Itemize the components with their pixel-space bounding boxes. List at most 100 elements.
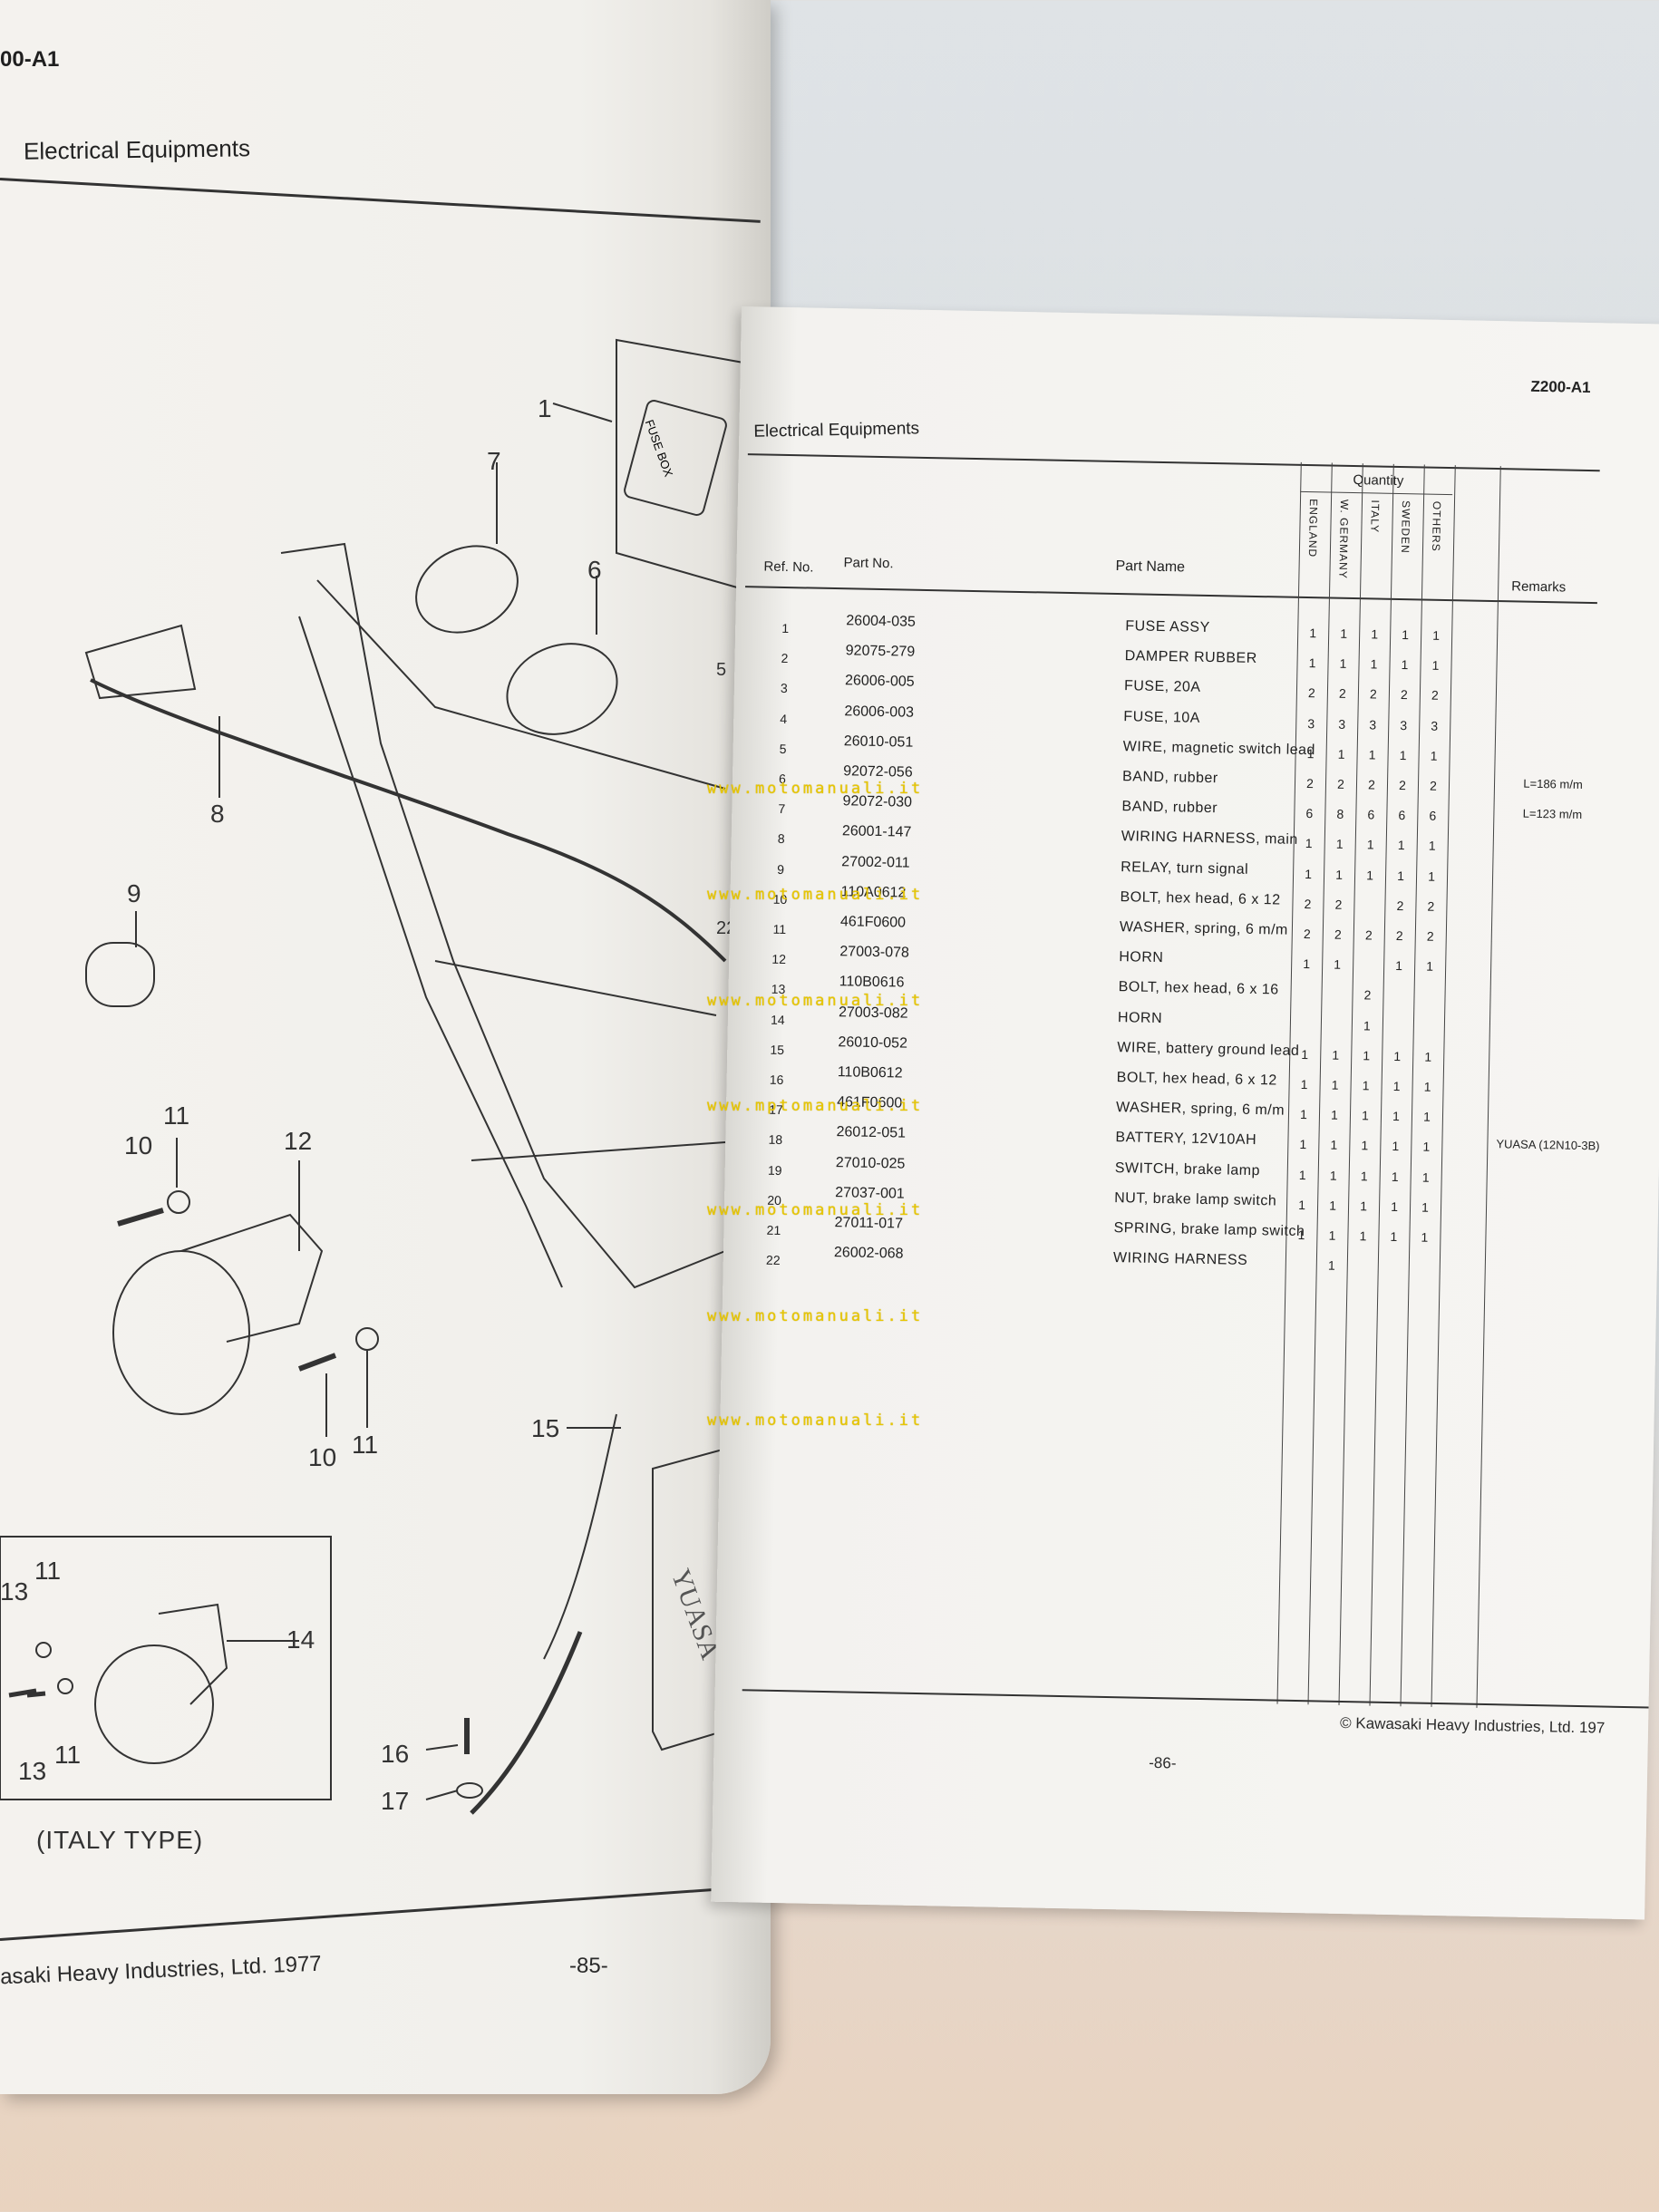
fuse-box-icon [624, 400, 727, 516]
watermark: www.motomanuali.it [707, 780, 924, 798]
callout-12: 12 [284, 1127, 312, 1155]
part-name-header: Part Name [1115, 558, 1186, 576]
page-number: -85- [569, 1954, 608, 1978]
quantity-cell: 2 [1431, 688, 1439, 703]
callout-11d: 11 [54, 1741, 81, 1769]
quantity-cell: 1 [1299, 1107, 1308, 1122]
quantity-cell: 1 [1424, 1049, 1432, 1064]
quantity-cell: 1 [1421, 1199, 1430, 1215]
quantity-cell: 1 [1362, 1078, 1370, 1093]
part-no-cell: 26002-068 [833, 1245, 904, 1262]
callout-15: 15 [531, 1414, 559, 1442]
quantity-cell: 1 [1421, 1169, 1430, 1185]
part-name-cell: WIRING HARNESS, main [1121, 829, 1298, 849]
quantity-cell: 2 [1336, 776, 1345, 791]
part-name-cell: FUSE ASSY [1125, 618, 1210, 635]
quantity-cell: 1 [1361, 1138, 1369, 1153]
part-no-cell: 461F0600 [839, 914, 907, 931]
part-no-cell: 27002-011 [841, 853, 910, 871]
quantity-cell: 2 [1369, 686, 1377, 702]
part-no-cell: 26010-052 [838, 1033, 908, 1052]
wiring-harness-main [90, 678, 727, 963]
quantity-cell: 1 [1366, 867, 1374, 883]
ref-no-cell: 9 [777, 861, 785, 877]
part-no-cell: 26006-005 [844, 673, 915, 691]
callout-8: 8 [210, 800, 225, 828]
ref-no-cell: 12 [771, 951, 787, 967]
ref-no-cell: 15 [770, 1042, 785, 1057]
quantity-cell: 1 [1360, 1168, 1368, 1184]
page-heading: Electrical Equipments [753, 419, 920, 441]
page-code: 00-A1 [0, 47, 60, 72]
part-no-cell: 92075-279 [845, 643, 916, 660]
watermark: www.motomanuali.it [707, 1307, 924, 1325]
ref-no-cell: 3 [780, 681, 788, 696]
page-code: Z200-A1 [1530, 377, 1591, 396]
ref-no-cell: 21 [766, 1222, 781, 1238]
remarks-cell: L=186 m/m [1523, 776, 1583, 791]
footer-rule [742, 1689, 1649, 1709]
page-number: -86- [1149, 1753, 1177, 1772]
part-name-cell: FUSE, 10A [1123, 708, 1201, 726]
quantity-cell: 6 [1367, 807, 1375, 822]
part-no-cell: 110B0612 [837, 1064, 903, 1082]
callout-11a: 11 [163, 1101, 189, 1130]
part-no-cell: 26010-051 [843, 733, 914, 751]
callout-16: 16 [381, 1740, 409, 1768]
part-no-header: Part No. [843, 555, 894, 572]
quantity-cell: 2 [1307, 685, 1315, 701]
quantity-cell: 1 [1340, 626, 1348, 641]
quantity-cell: 1 [1299, 1137, 1307, 1152]
quantity-cell: 2 [1338, 686, 1346, 702]
country-header-england: ENGLAND [1305, 499, 1321, 558]
ref-no-cell: 22 [765, 1252, 781, 1268]
quantity-cell: 1 [1422, 1109, 1431, 1124]
watermark: www.motomanuali.it [707, 992, 924, 1010]
callout-13b: 13 [18, 1757, 46, 1785]
callout-10b: 10 [308, 1443, 336, 1471]
watermark: www.motomanuali.it [707, 1412, 924, 1430]
ref-no-cell: 5 [779, 741, 787, 756]
quantity-cell: 1 [1391, 1198, 1399, 1214]
quantity-cell: 1 [1306, 745, 1315, 762]
quantity-cell: 2 [1395, 927, 1403, 944]
quantity-cell: 1 [1368, 747, 1376, 762]
part-name-cell: BAND, rubber [1121, 799, 1218, 817]
quantity-cell: 2 [1426, 928, 1434, 944]
part-name-cell: SPRING, brake lamp switch [1113, 1220, 1305, 1240]
quantity-cell: 1 [1329, 1168, 1337, 1183]
part-name-cell: WIRE, magnetic switch lead [1122, 738, 1316, 759]
quantity-cell: 1 [1305, 866, 1313, 881]
ref-no-cell: 7 [778, 801, 786, 817]
part-name-cell: NUT, brake lamp switch [1114, 1189, 1277, 1209]
quantity-cell: 6 [1305, 806, 1314, 821]
part-name-cell: BOLT, hex head, 6 x 12 [1120, 888, 1281, 908]
part-name-cell: WIRING HARNESS [1112, 1250, 1248, 1269]
ref-no-cell: 18 [768, 1132, 783, 1148]
quantity-cell: 1 [1330, 1107, 1339, 1122]
quantity-cell: 1 [1329, 1198, 1337, 1213]
quantity-cell: 1 [1421, 1229, 1429, 1245]
washer-11a [167, 1190, 190, 1214]
quantity-cell: 1 [1303, 956, 1311, 972]
quantity-cell: 1 [1392, 1139, 1400, 1154]
quantity-cell: 1 [1430, 748, 1438, 763]
quantity-cell: 1 [1397, 868, 1405, 883]
ref-no-cell: 19 [767, 1162, 782, 1178]
italy-type-box [0, 1536, 332, 1800]
quantity-cell: 1 [1339, 655, 1347, 672]
quantity-cell: 1 [1397, 838, 1405, 853]
quantity-cell: 1 [1335, 867, 1344, 882]
ref-no-cell: 8 [777, 831, 785, 847]
callout-17: 17 [381, 1787, 409, 1815]
bolt-10b [297, 1353, 337, 1372]
quantity-cell: 1 [1431, 657, 1440, 674]
harness-connector [84, 624, 197, 700]
part-no-cell: 110B0616 [839, 974, 905, 991]
callout-6: 6 [587, 556, 602, 584]
horn-12 [112, 1250, 250, 1415]
part-name-cell: WASHER, spring, 6 m/m [1115, 1100, 1285, 1119]
country-header-w-germany: W. GERMANY [1336, 499, 1352, 579]
callout-9: 9 [127, 879, 141, 907]
